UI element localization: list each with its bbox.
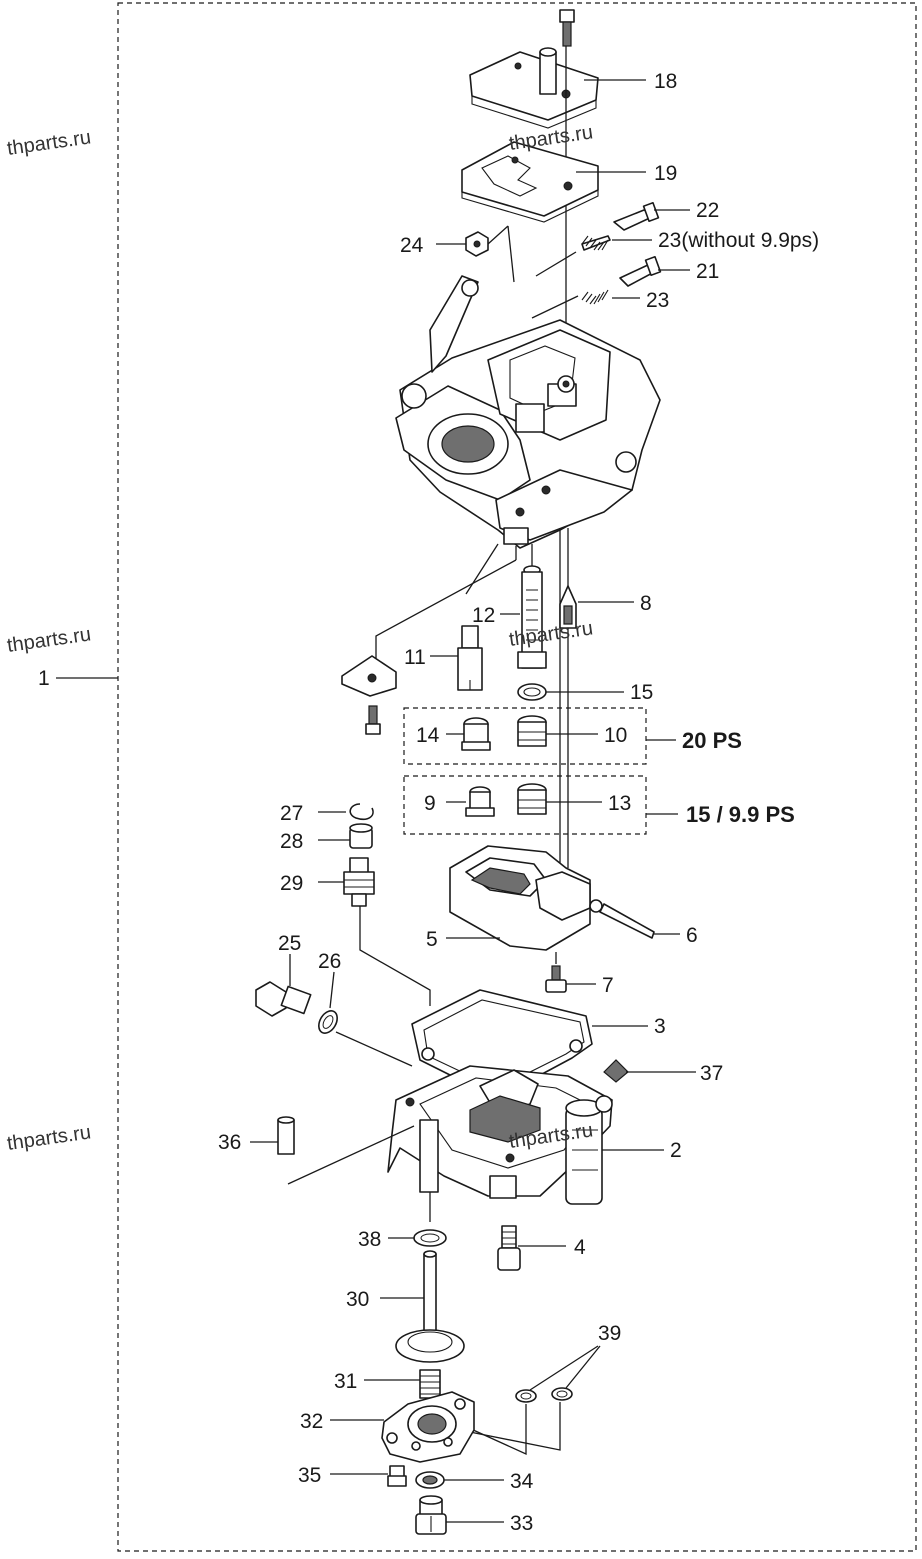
callout-36: 36 — [218, 1131, 241, 1154]
part-9-main-jet — [465, 786, 495, 817]
callout-14: 14 — [416, 724, 440, 747]
group-20ps-label: 20 PS — [682, 728, 742, 753]
part-36-pin — [277, 1116, 295, 1155]
part-25-drain-screw — [255, 981, 312, 1017]
plate-small-gasket — [341, 655, 397, 697]
part-23a-spring — [581, 235, 611, 251]
callout-13: 13 — [608, 792, 631, 815]
part-8-float-needle — [559, 585, 577, 629]
carburetor-body — [395, 275, 661, 549]
callout-15: 15 — [630, 681, 653, 704]
part-29-throttle-screw — [343, 857, 375, 907]
callout-39: 39 — [598, 1322, 621, 1345]
callout-2: 2 — [670, 1139, 682, 1162]
part-22-screw — [613, 201, 660, 231]
callout-30: 30 — [346, 1288, 369, 1311]
callout-31: 31 — [334, 1370, 357, 1393]
group-15ps-box — [403, 775, 647, 835]
callout-32: 32 — [300, 1410, 323, 1433]
watermark: thparts.ru — [508, 617, 595, 651]
callout-7: 7 — [602, 974, 614, 997]
callout-21: 21 — [696, 260, 719, 283]
callout-19: 19 — [654, 162, 677, 185]
callout-26: 26 — [318, 950, 341, 973]
part-4-screw — [497, 1225, 521, 1271]
watermark: thparts.ru — [6, 1121, 93, 1155]
callout-22: 22 — [696, 199, 719, 222]
part-33-drain-plug — [415, 1495, 447, 1535]
callout-8: 8 — [640, 592, 652, 615]
part-small-screw-left — [365, 705, 381, 735]
part-38-washer — [413, 1229, 447, 1247]
callout-3: 3 — [654, 1015, 666, 1038]
part-26-o-ring — [318, 1010, 338, 1034]
callout-6: 6 — [686, 924, 698, 947]
part-7-screw — [545, 965, 567, 993]
watermark: thparts.ru — [6, 623, 93, 657]
callout-38: 38 — [358, 1228, 381, 1251]
callout-29: 29 — [280, 872, 303, 895]
part-39-o-rings — [515, 1387, 573, 1403]
callout-10: 10 — [604, 724, 627, 747]
part-3-float-bowl-gasket — [411, 989, 593, 1089]
callout-27: 27 — [280, 802, 303, 825]
callout-4: 4 — [574, 1236, 586, 1259]
part-19-gasket — [461, 141, 599, 223]
callout-28: 28 — [280, 830, 303, 853]
watermark: thparts.ru — [508, 121, 595, 155]
part-top-screw — [559, 9, 575, 47]
callout-12: 12 — [472, 604, 495, 627]
assembly-frame — [117, 2, 917, 1552]
part-35-screw — [387, 1465, 407, 1487]
part-6-float-pin — [599, 903, 655, 939]
part-10-main-jet — [517, 715, 547, 747]
callout-11: 11 — [404, 646, 426, 669]
callout-23a: 23(without 9.9ps) — [658, 229, 819, 252]
part-13-main-jet — [517, 783, 547, 815]
callout-35: 35 — [298, 1464, 321, 1487]
watermark: thparts.ru — [6, 126, 93, 160]
group-20ps-box — [403, 707, 647, 765]
part-5-float — [449, 845, 603, 951]
callout-1: 1 — [38, 667, 50, 690]
callout-24: 24 — [400, 234, 424, 257]
group-15ps-label: 15 / 9.9 PS — [686, 802, 795, 827]
callout-9: 9 — [424, 792, 436, 815]
part-37-cap — [603, 1059, 629, 1083]
callout-34: 34 — [510, 1470, 534, 1493]
part-2-float-bowl — [387, 1065, 613, 1205]
part-24-nut — [465, 231, 489, 257]
part-14-main-jet — [461, 717, 491, 751]
part-30-diaphragm — [395, 1250, 465, 1363]
part-32-diaphragm-cover — [381, 1391, 475, 1463]
part-18-cover-plate — [469, 47, 599, 129]
part-11-pilot-jet — [457, 625, 483, 691]
part-28-cap — [349, 823, 373, 849]
part-27-clip — [349, 803, 374, 821]
callout-5: 5 — [426, 928, 438, 951]
part-31-spring — [419, 1369, 441, 1399]
callout-18: 18 — [654, 70, 677, 93]
part-12-emulsion-tube — [517, 565, 547, 669]
callout-37: 37 — [700, 1062, 723, 1085]
callout-25: 25 — [278, 932, 301, 955]
callout-33: 33 — [510, 1512, 533, 1535]
part-15-o-ring — [517, 683, 547, 701]
part-21-screw — [619, 255, 662, 287]
part-23b-spring — [581, 289, 609, 305]
callout-23b: 23 — [646, 289, 669, 312]
part-34-washer — [415, 1471, 445, 1489]
